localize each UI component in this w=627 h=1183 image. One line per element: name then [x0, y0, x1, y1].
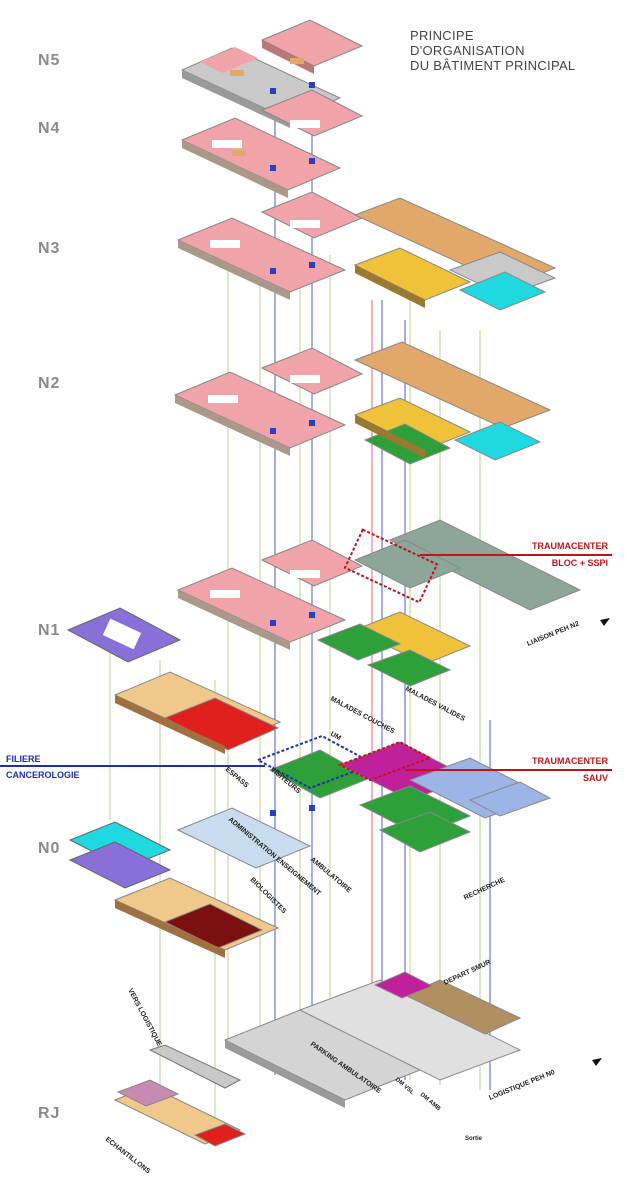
liaison-arrow-icon [600, 618, 610, 626]
filiere-label-line2: CANCEROLOGIE [6, 770, 80, 780]
traumacenter-bloc-sub: BLOC + SSPI [552, 558, 608, 568]
level-label-rj: RJ [38, 1105, 61, 1122]
dm-vsl-label: DM VSL [394, 1077, 415, 1096]
logistique-arrow-icon [592, 1058, 602, 1066]
sortie-label: Sortie [465, 1136, 483, 1142]
level-label-n1: N1 [38, 622, 61, 639]
level-rj-plan [113, 971, 522, 1147]
title-line-2: D'ORGANISATION [410, 43, 525, 58]
traumacenter-sauv-sub: SAUV [583, 773, 608, 783]
title-line-1: PRINCIPE [410, 28, 474, 43]
echantillons-label: ECHANTILLONS [104, 1136, 152, 1175]
level-label-n2: N2 [38, 375, 61, 392]
depart-smur-label: DEPART SMUR [443, 959, 492, 987]
logistique-n0-label: LOGISTIQUE PEH N0 [488, 1069, 556, 1102]
title-line-3: DU BÂTIMENT PRINCIPAL [410, 58, 576, 73]
dm-amb-label: DM AMB [419, 1092, 442, 1113]
diagram-title: PRINCIPE D'ORGANISATION DU BÂTIMENT PRIN… [410, 28, 575, 73]
level-label-n0: N0 [38, 840, 61, 857]
level-n2-plan [173, 341, 552, 465]
level-n1-plan [66, 519, 582, 754]
level-label-n5: N5 [38, 52, 61, 69]
level-label-n4: N4 [38, 120, 61, 137]
liaison-label: LIAISON PEH N2 [526, 620, 580, 647]
vers-logistique-label: VERS LOGISTIQUE [126, 988, 162, 1048]
malades-valides-label: MALADES VALIDES [404, 686, 466, 723]
malades-couches-label: MALADES COUCHES [329, 696, 396, 736]
filiere-label-line1: FILIERE [6, 754, 41, 764]
level-label-n3: N3 [38, 240, 61, 257]
callout-lines [0, 554, 612, 771]
um-label: UM [329, 731, 342, 743]
traumacenter-sauv-title: TRAUMACENTER [532, 756, 608, 766]
level-n4-plan [180, 89, 364, 198]
recherche-label: RECHERCHE [463, 877, 506, 902]
biologistes-label: BIOLOGISTES [249, 876, 288, 915]
traumacenter-bloc-title: TRAUMACENTER [532, 541, 608, 551]
level-n3-plan [176, 191, 557, 311]
